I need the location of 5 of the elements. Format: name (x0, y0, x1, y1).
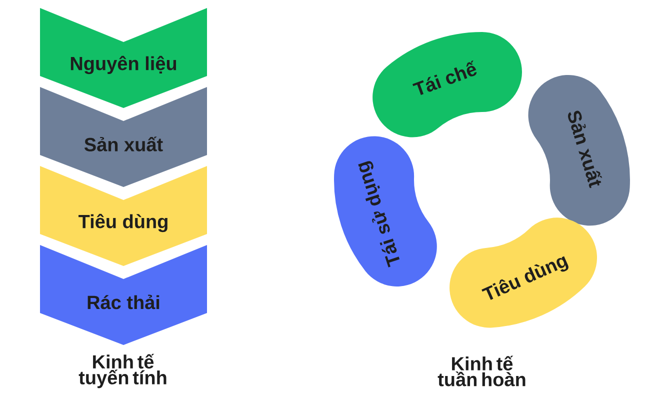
ring-segment: Tái sử dụng (334, 136, 437, 286)
ring-segment: Tái chế (372, 32, 522, 138)
caption: Kinh tế tuần hoàn (438, 356, 526, 386)
ring-segment: Sản xuất (528, 75, 630, 226)
ring-segment: Tiêu dùng (450, 218, 598, 328)
